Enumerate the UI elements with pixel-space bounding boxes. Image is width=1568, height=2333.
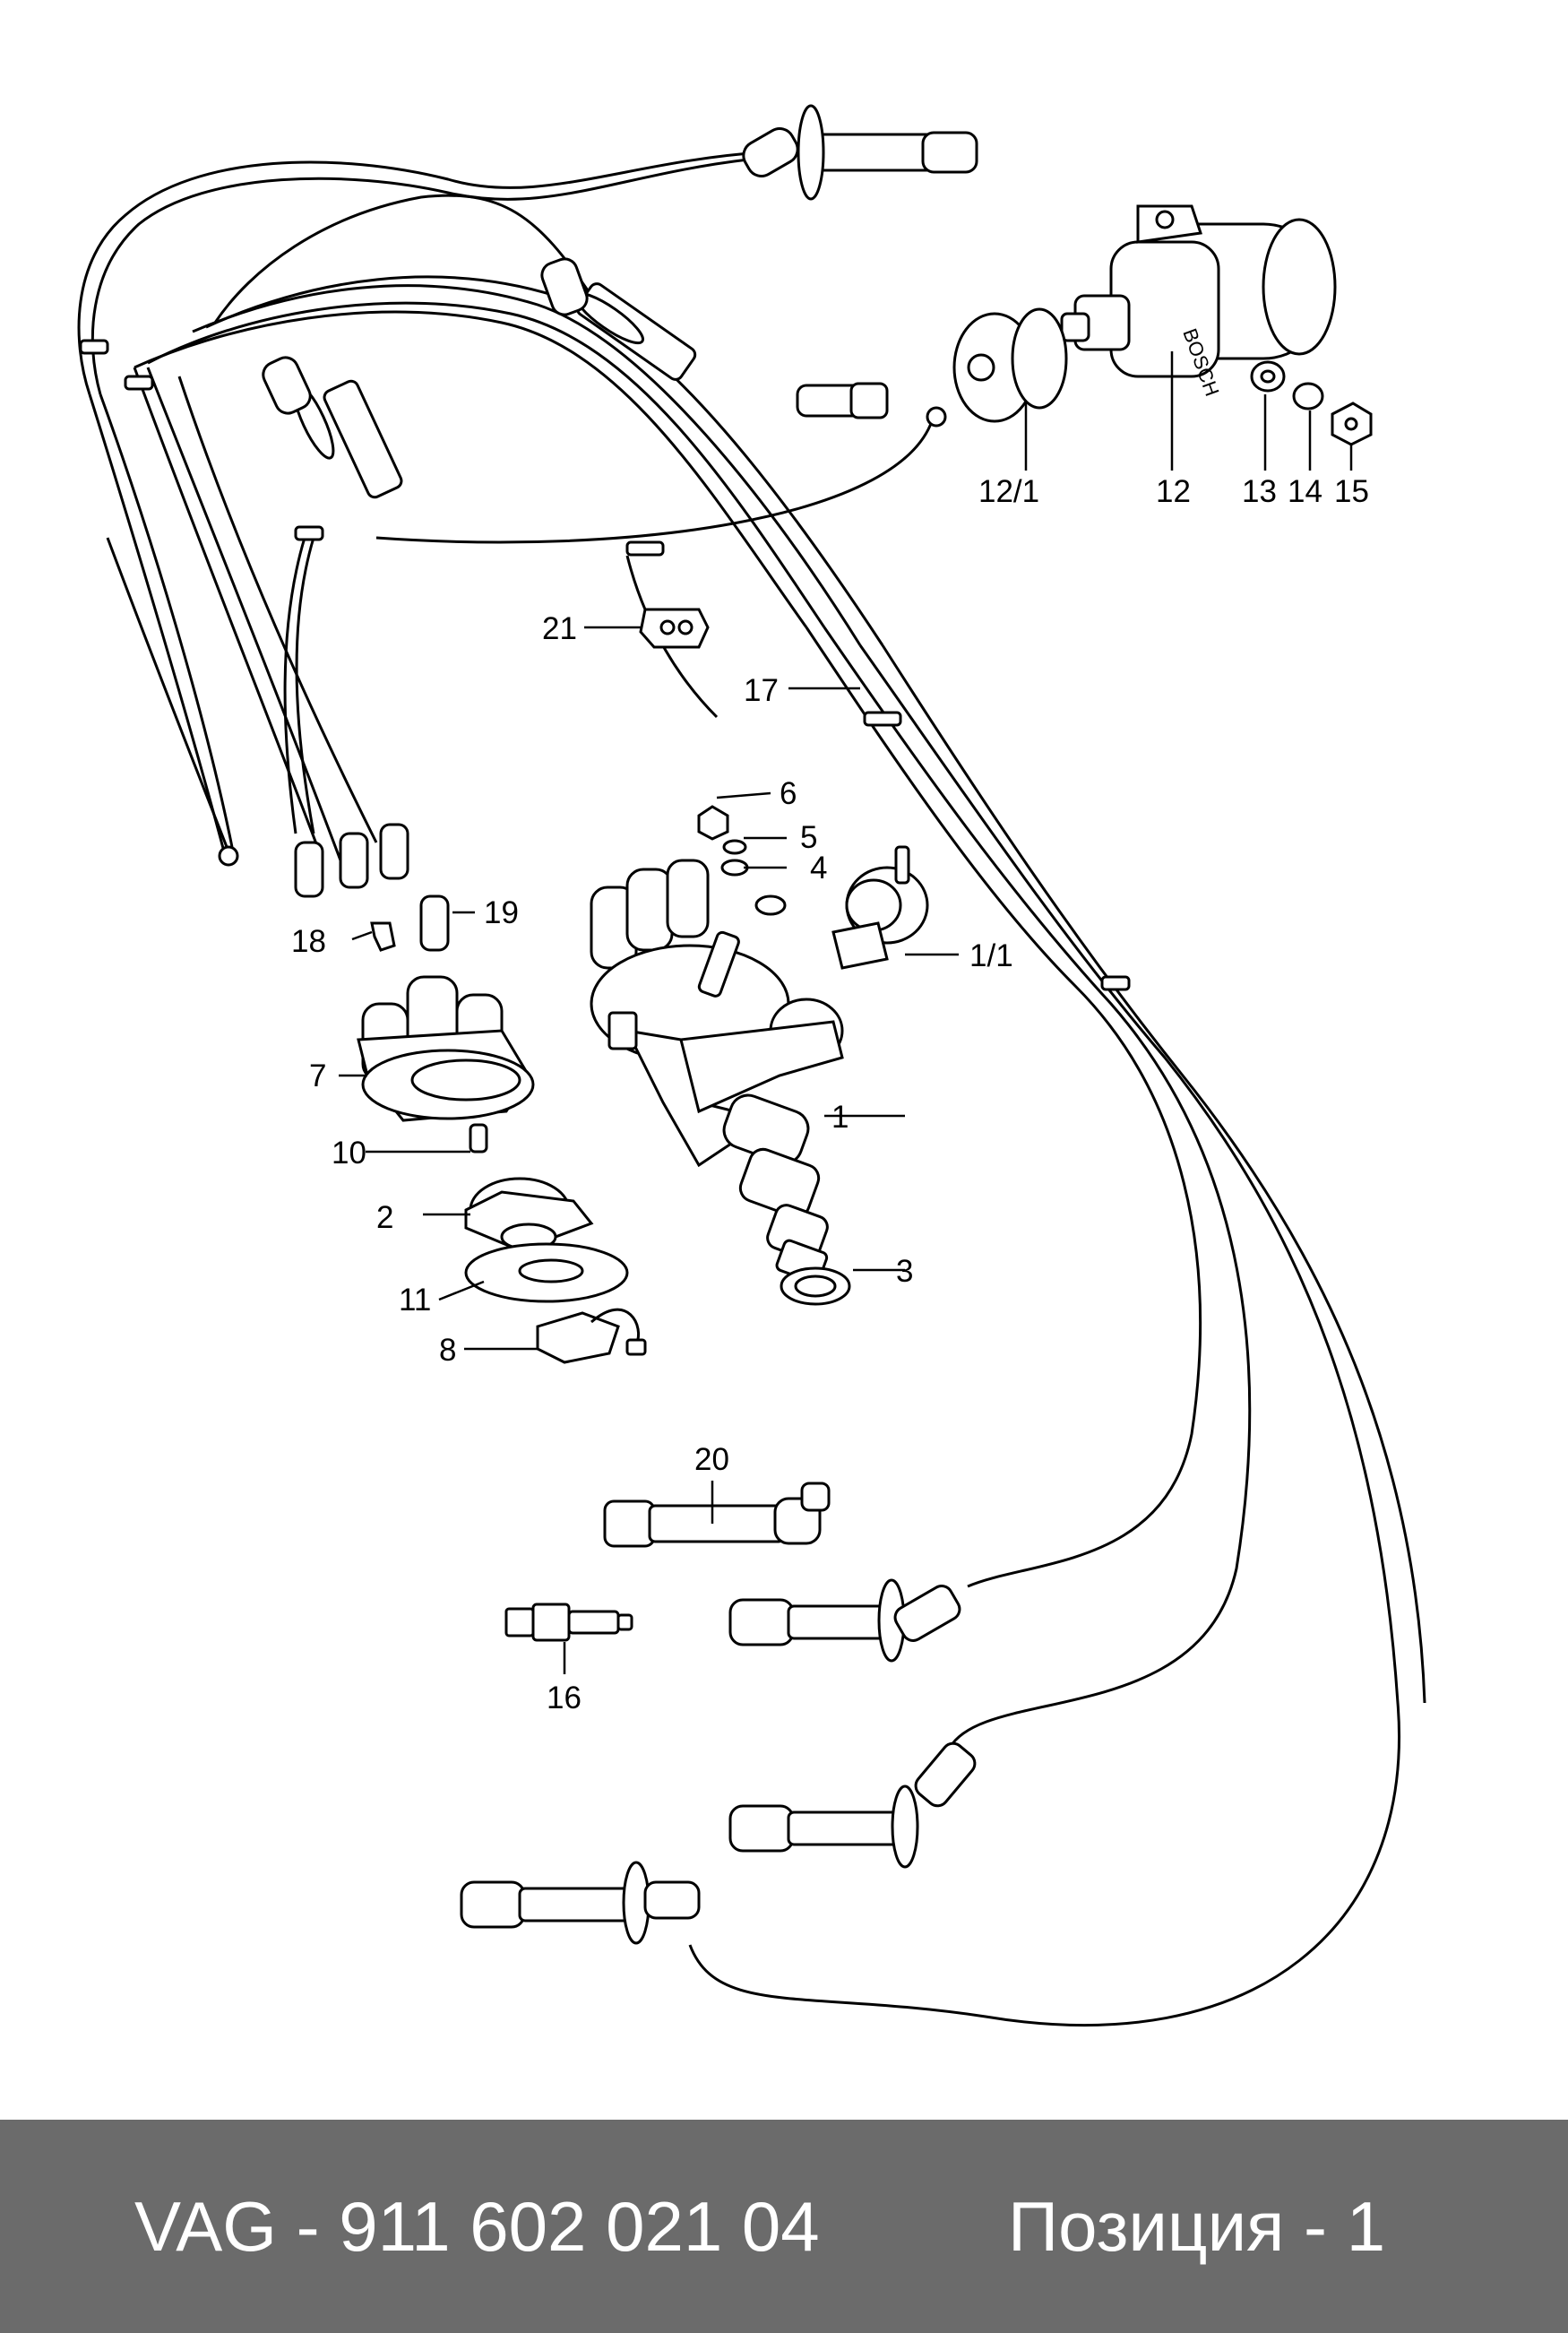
plug-connector-flag (796, 382, 889, 419)
leader-lines (339, 351, 1353, 1674)
ignition-coil: BOSCH (1060, 204, 1337, 399)
plug-connector-lower-1 (728, 1578, 961, 1663)
callout-15: 15 (1334, 474, 1369, 509)
position-label: Позиция - 1 (1008, 2186, 1386, 2266)
callout-21: 21 (542, 611, 577, 646)
callout-20: 20 (694, 1442, 729, 1477)
rotor (464, 1177, 594, 1252)
distributor-cap (357, 975, 535, 1122)
vacuum-unit (831, 845, 929, 970)
suppressor-connector (419, 894, 450, 952)
callout-17: 17 (744, 673, 779, 708)
distributor-nut (697, 805, 729, 841)
callout-13: 13 (1242, 474, 1277, 509)
callout-1-1: 1/1 (969, 938, 1013, 973)
callout-8: 8 (439, 1333, 456, 1368)
plug-connector-lower-3 (460, 1861, 701, 1945)
callouts: 1 1/1 2 3 4 5 6 7 8 10 11 12 12/1 13 14 … (291, 474, 1369, 1715)
distributor-seal-ring (780, 1266, 851, 1306)
distributor (590, 859, 844, 1284)
callout-14: 14 (1288, 474, 1322, 509)
parts-diagram: BOSCH (77, 104, 1426, 2027)
wire-clamp (639, 608, 710, 649)
callout-11: 11 (399, 1283, 431, 1318)
ignition-wire-plugs (294, 823, 409, 898)
callout-12-1: 12/1 (978, 474, 1039, 509)
coil-lock-washer (1292, 382, 1324, 410)
callout-1: 1 (831, 1100, 849, 1135)
distributor-washer-5 (722, 839, 747, 855)
callout-18: 18 (291, 924, 326, 959)
carbon-brush (469, 1123, 488, 1154)
callout-12: 12 (1156, 474, 1191, 509)
coil-nut (1331, 402, 1373, 446)
spark-plug-connector (603, 1482, 831, 1548)
spark-plug (504, 1603, 633, 1642)
callout-19: 19 (484, 895, 519, 930)
callout-10: 10 (332, 1136, 366, 1171)
callout-7: 7 (309, 1058, 326, 1093)
dust-cover (464, 1242, 629, 1303)
callout-16: 16 (547, 1681, 582, 1715)
footer-bar: VAG - 911 602 021 04 Позиция - 1 (0, 2120, 1568, 2333)
plug-connector-top (742, 104, 978, 201)
coil-boot (952, 307, 1068, 423)
callout-5: 5 (800, 820, 817, 855)
distributor-washer-4 (720, 859, 749, 877)
callout-6: 6 (780, 776, 797, 811)
coil-washer (1250, 360, 1286, 393)
part-number: VAG - 911 602 021 04 (134, 2186, 820, 2266)
terminal-clip (370, 921, 396, 952)
callout-4: 4 (810, 851, 827, 886)
plug-connector-lower-2 (728, 1741, 977, 1869)
callout-2: 2 (376, 1200, 393, 1235)
contact-breaker (536, 1308, 647, 1364)
plug-connector-upper-middle (540, 257, 697, 381)
plug-connector-upper-left (262, 356, 403, 499)
callout-3: 3 (896, 1254, 913, 1289)
